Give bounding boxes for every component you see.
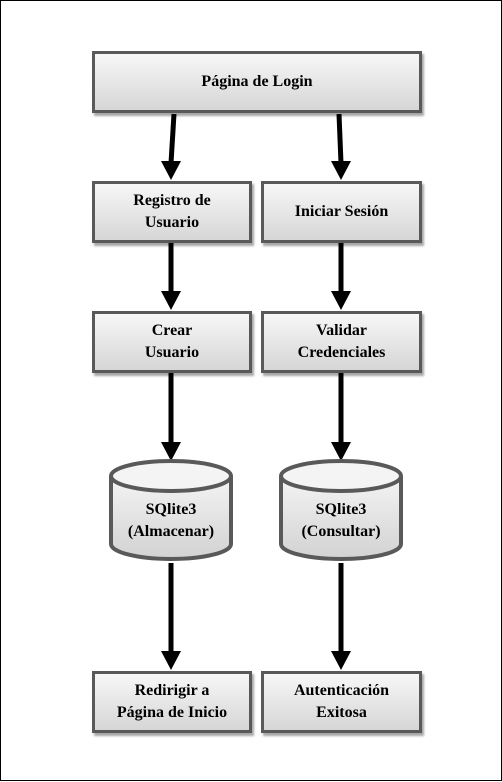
arrowhead-login-to-registro [161, 161, 181, 180]
arrowhead-registro-to-crear [161, 291, 181, 310]
node-autenticacion-exitosa: Autenticación Exitosa [261, 671, 422, 733]
node-registro-de-usuario: Registro de Usuario [92, 181, 252, 243]
node-validar-credenciales: Validar Credenciales [261, 311, 422, 373]
arrowhead-login-to-iniciar [331, 161, 351, 180]
arrowhead-db-consultar-to-autenticacion [331, 651, 351, 670]
node-sqlite3-consultar-label: SQlite3 (Consultar) [301, 501, 381, 540]
node-sqlite3-almacenar-label: SQlite3 (Almacenar) [127, 501, 215, 540]
arrowhead-db-almacenar-to-redirigir [161, 651, 181, 670]
arrowhead-crear-to-db-almacenar [161, 442, 181, 461]
node-iniciar-sesion: Iniciar Sesión [261, 181, 422, 243]
node-pagina-de-login: Página de Login [92, 51, 422, 113]
arrowhead-iniciar-to-validar [331, 291, 351, 310]
arrow-login-to-iniciar [336, 113, 344, 164]
db-consultar-cylinder [279, 459, 403, 561]
arrow-login-to-registro [168, 113, 177, 164]
node-crear-usuario: Crear Usuario [92, 311, 252, 373]
arrowhead-validar-to-db-consultar [331, 442, 351, 461]
node-redirigir-pagina-de-inicio: Redirigir a Página de Inicio [92, 671, 252, 733]
db-almacenar-cylinder [109, 459, 233, 561]
